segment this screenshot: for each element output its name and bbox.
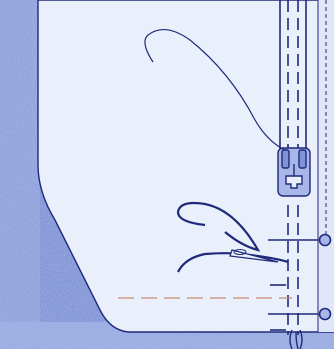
hand-needle-icon: [229, 249, 279, 263]
folded-edge: [318, 0, 334, 332]
loose-thread: [144, 29, 286, 151]
light-fabric-panel: [37, 0, 334, 333]
pin-icon: [268, 233, 332, 247]
thread-loop: [176, 201, 289, 273]
stitch-marks: [270, 284, 286, 331]
presser-foot-icon: [277, 147, 311, 197]
pin-icon: [268, 307, 332, 321]
thread-tails: [289, 329, 303, 349]
